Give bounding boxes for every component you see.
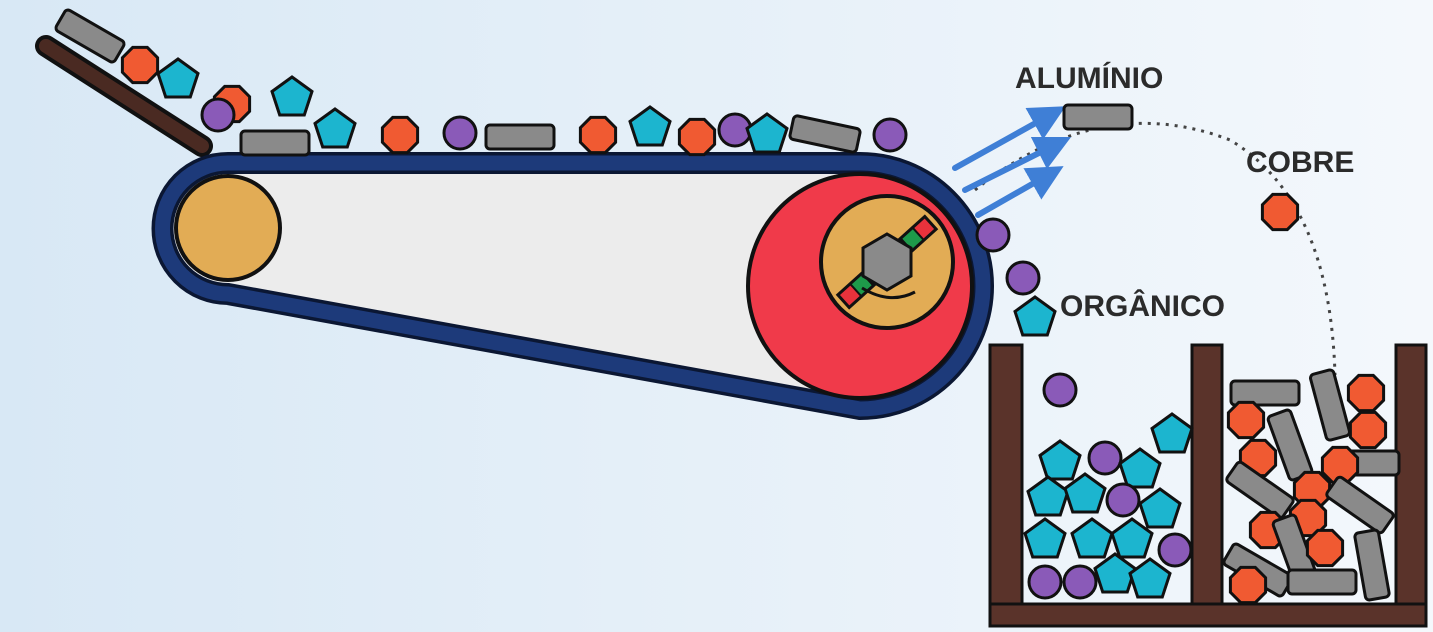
organic-circle-particle bbox=[1105, 482, 1141, 518]
copper-particle bbox=[578, 115, 618, 155]
organic-circle-particle bbox=[1062, 564, 1098, 600]
organic-pentagon-particle bbox=[1138, 487, 1182, 529]
copper-particle bbox=[677, 117, 717, 157]
rotation-arrow bbox=[861, 286, 916, 300]
idler-drum bbox=[174, 174, 282, 282]
bin-wall-left bbox=[988, 343, 1024, 627]
organic-pentagon-particle bbox=[156, 57, 200, 99]
aluminium-particle bbox=[788, 114, 862, 154]
aluminium-particle bbox=[54, 8, 126, 64]
organic-pentagon-particle bbox=[1128, 557, 1172, 599]
aluminium-particle bbox=[1325, 475, 1395, 535]
organic-pentagon-particle bbox=[1070, 517, 1114, 559]
organic-circle-particle bbox=[1027, 564, 1063, 600]
bin-floor bbox=[988, 602, 1428, 628]
organic-circle-particle bbox=[1042, 372, 1078, 408]
label-aluminio: ALUMÍNIO bbox=[1015, 61, 1163, 95]
aluminium-particle bbox=[484, 123, 556, 151]
aluminium-particle bbox=[239, 129, 311, 157]
aluminium-particle bbox=[1225, 460, 1295, 520]
copper-particle bbox=[1305, 528, 1345, 568]
organic-pentagon-particle bbox=[1118, 447, 1162, 489]
organic-circle-particle bbox=[1087, 440, 1123, 476]
copper-particle bbox=[1260, 192, 1300, 232]
magnetic-drum bbox=[746, 172, 974, 400]
eddy-current-arrows-icon bbox=[952, 106, 1072, 218]
label-organico: ORGÂNICO bbox=[1060, 289, 1225, 323]
aluminium-particle bbox=[1309, 368, 1351, 442]
organic-pentagon-particle bbox=[270, 75, 314, 117]
drum-shaft bbox=[861, 232, 913, 292]
organic-circle-particle bbox=[872, 117, 908, 153]
organic-pentagon-particle bbox=[1063, 472, 1107, 514]
organic-pentagon-particle bbox=[1023, 517, 1067, 559]
aluminium-particle bbox=[1286, 568, 1358, 596]
copper-particle bbox=[1228, 565, 1268, 605]
organic-circle-particle bbox=[442, 115, 478, 151]
aluminium-particle bbox=[1229, 379, 1301, 407]
copper-particle bbox=[1346, 373, 1386, 413]
aluminium-particle bbox=[1353, 528, 1391, 602]
organic-pentagon-particle bbox=[1093, 552, 1137, 594]
organic-circle-particle bbox=[200, 97, 236, 133]
feed-chute bbox=[35, 35, 213, 157]
organic-pentagon-particle bbox=[1038, 439, 1082, 481]
bin-wall-right bbox=[1394, 343, 1428, 627]
organic-circle-particle bbox=[1157, 532, 1193, 568]
organic-pentagon-particle bbox=[628, 105, 672, 147]
label-cobre: COBRE bbox=[1246, 146, 1354, 179]
organic-circle-particle bbox=[1005, 260, 1041, 296]
organic-pentagon-particle bbox=[745, 112, 789, 154]
organic-pentagon-particle bbox=[1150, 412, 1194, 454]
organic-pentagon-particle bbox=[313, 107, 357, 149]
aluminium-particle bbox=[1062, 103, 1134, 131]
copper-particle bbox=[1348, 410, 1388, 450]
organic-pentagon-particle bbox=[1110, 517, 1154, 559]
organic-circle-particle bbox=[975, 217, 1011, 253]
copper-particle bbox=[1226, 400, 1266, 440]
collection-bins bbox=[988, 343, 1428, 628]
bin-wall-middle bbox=[1190, 343, 1224, 627]
copper-particle bbox=[120, 45, 160, 85]
particles bbox=[54, 8, 1401, 605]
copper-particle bbox=[380, 115, 420, 155]
organic-pentagon-particle bbox=[1013, 295, 1057, 337]
